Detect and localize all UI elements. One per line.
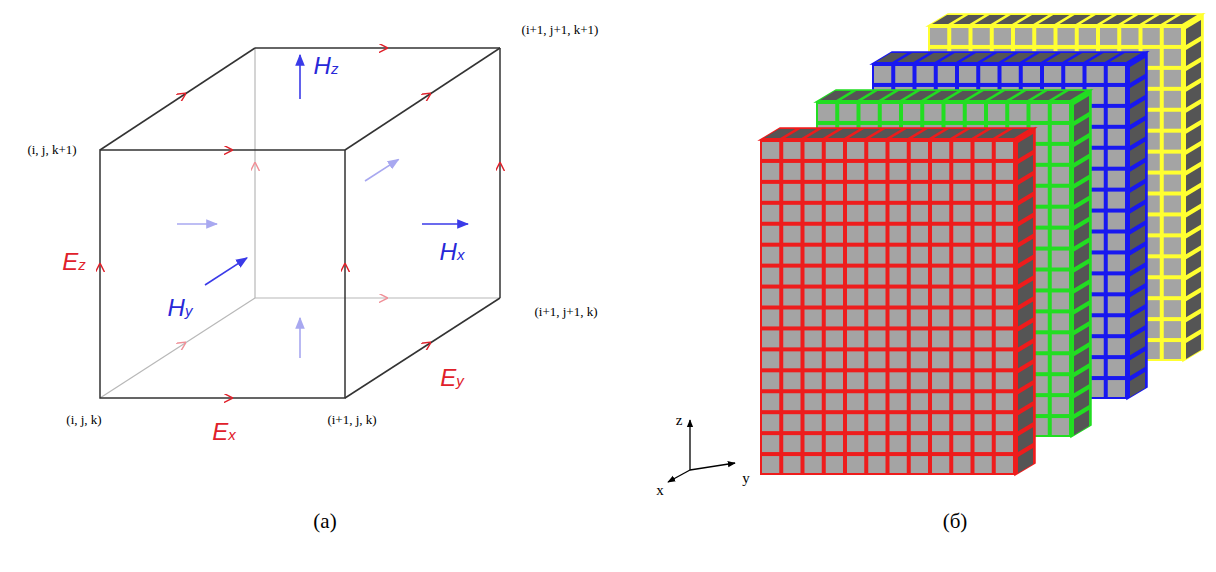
node-index: (i, j, k) bbox=[66, 413, 101, 427]
axis-label: y bbox=[742, 470, 750, 487]
field-label: Hy bbox=[168, 295, 193, 321]
grid-slab bbox=[760, 128, 1035, 475]
axis-label: z bbox=[676, 412, 683, 429]
e-field-arrow bbox=[367, 48, 387, 49]
field-label: Hx bbox=[440, 239, 465, 265]
e-field-arrow bbox=[169, 94, 186, 105]
grid-slab bbox=[816, 90, 1091, 437]
h-field-arrow bbox=[205, 258, 247, 285]
e-field-arrow bbox=[414, 343, 431, 354]
e-field-arrow bbox=[500, 163, 501, 183]
axis-triad bbox=[668, 420, 735, 482]
e-field-arrow bbox=[367, 298, 387, 299]
node-index: (i+1, j, k) bbox=[327, 413, 376, 427]
e-field-arrow bbox=[100, 264, 101, 284]
yee-cell bbox=[100, 48, 500, 398]
h-field-arrow bbox=[365, 159, 399, 181]
e-field-arrow bbox=[255, 163, 256, 183]
node-index: (i+1, j+1, k+1) bbox=[522, 23, 599, 37]
grid-slabs bbox=[760, 14, 1203, 475]
e-field-arrow bbox=[345, 264, 346, 284]
field-label: Hz bbox=[314, 53, 339, 79]
e-field-arrow bbox=[212, 150, 232, 151]
e-field-arrow bbox=[169, 343, 186, 354]
h-field-arrow bbox=[299, 55, 301, 99]
h-field-arrow bbox=[299, 318, 301, 358]
h-field-arrow bbox=[177, 223, 217, 225]
field-label: Ez bbox=[62, 249, 86, 275]
panel-letter: (б) bbox=[943, 510, 968, 533]
e-field-arrow bbox=[212, 398, 232, 399]
e-field-arrow bbox=[414, 94, 431, 105]
node-index: (i+1, j+1, k) bbox=[534, 305, 597, 319]
node-index: (i, j, k+1) bbox=[27, 143, 76, 157]
field-label: Ey bbox=[440, 365, 464, 391]
field-label: Ex bbox=[212, 419, 236, 445]
axis-label: x bbox=[656, 482, 664, 499]
panel-letter: (а) bbox=[313, 510, 336, 533]
h-field-arrow bbox=[422, 223, 468, 225]
